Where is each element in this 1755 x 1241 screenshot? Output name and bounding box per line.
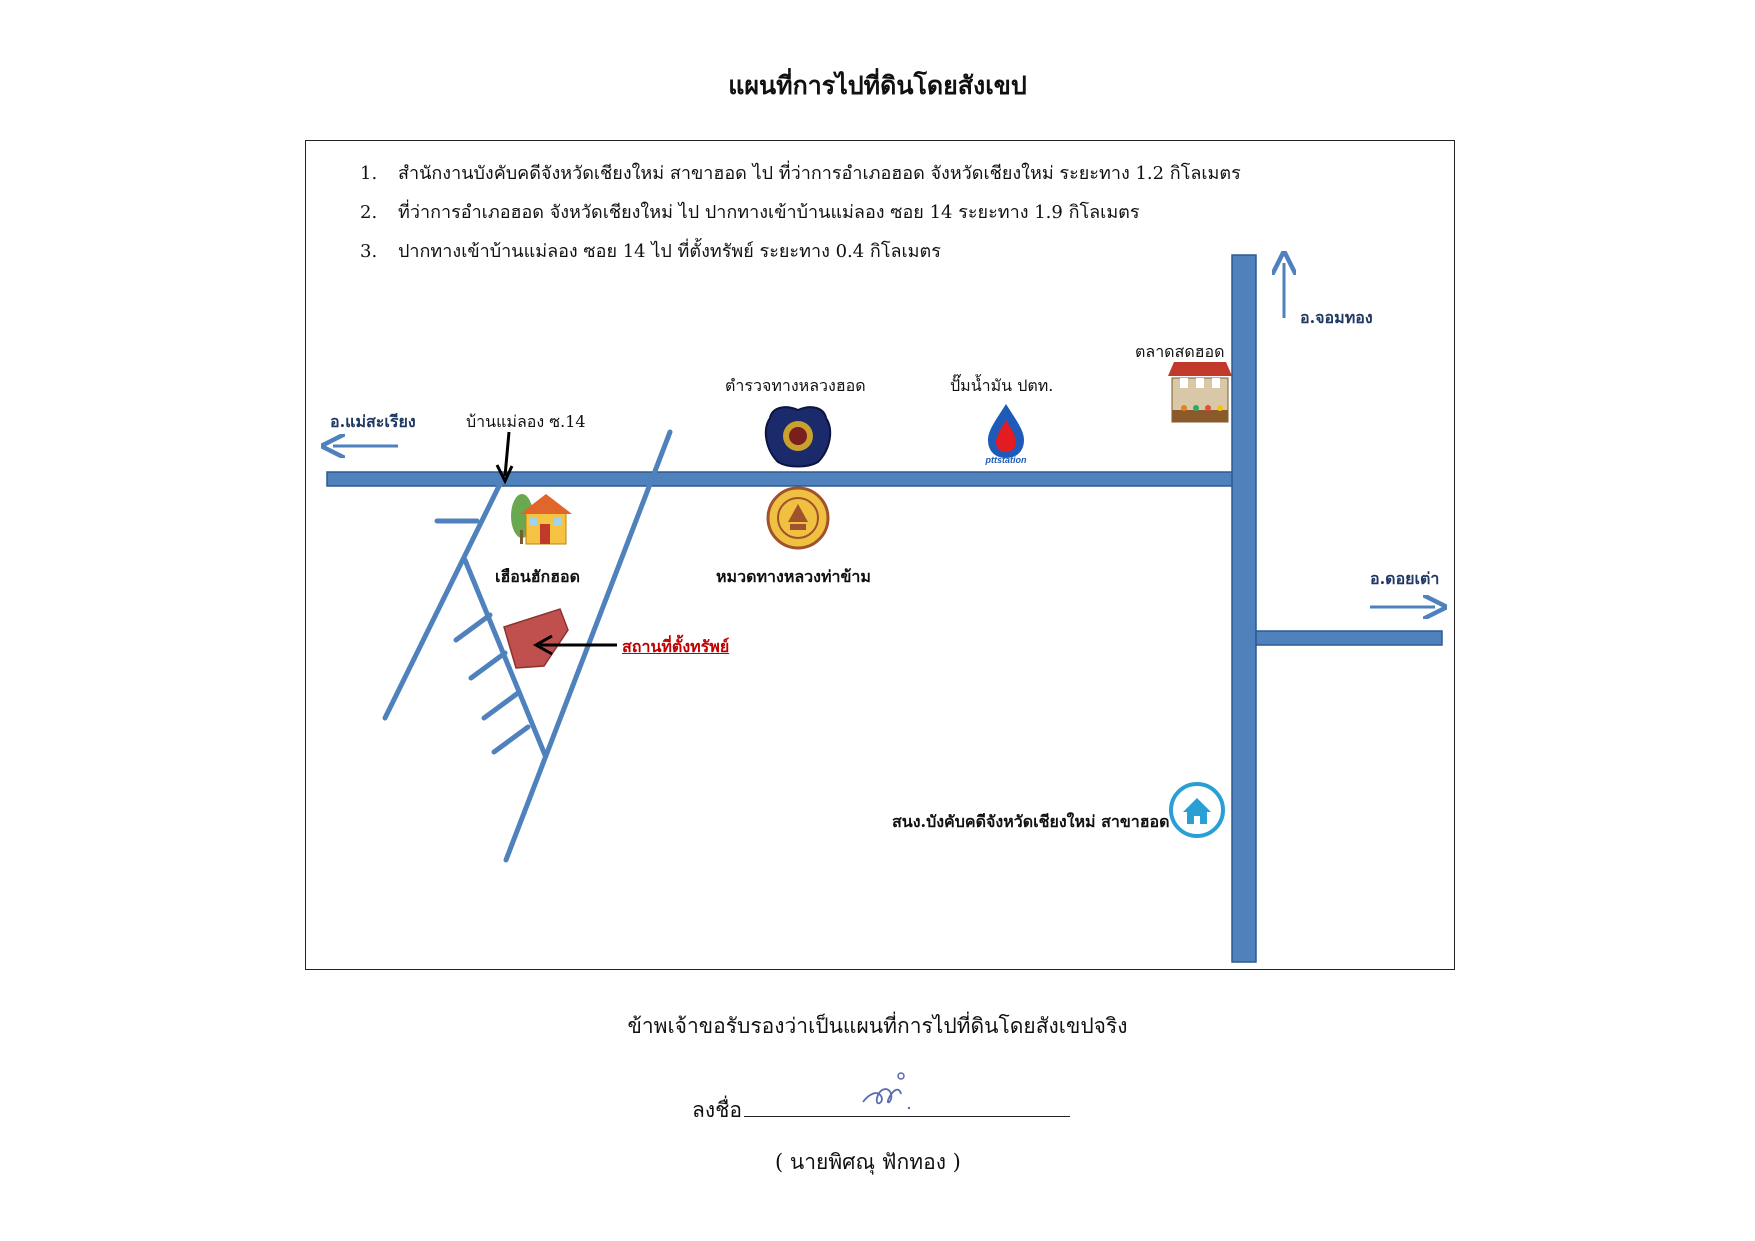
junction-arrow [495,431,514,485]
signature-blank [744,1094,1070,1117]
market-stall-icon [1168,362,1232,423]
route-text: ปากทางเข้าบ้านแม่ลอง ซอย 14 ไป ที่ตั้งทร… [398,241,941,262]
ptt-label: ปั๊มน้ำมัน ปตท. [950,376,1054,395]
direction-east-label: อ.ดอยเต่า [1370,569,1440,588]
route-text: สำนักงานบังคับคดีจังหวัดเชียงใหม่ สาขาฮอ… [398,163,1241,184]
office-label: สนง.บังคับคดีจังหวัดเชียงใหม่ สาขาฮอด [892,812,1170,831]
police-badge-icon [764,406,832,468]
certification-text: ข้าพเจ้าขอรับรองว่าเป็นแผนที่การไปที่ดิน… [627,1014,1128,1038]
house-label: เฮือนฮักฮอด [495,567,580,586]
signature-line: ลงชื่อ [692,1094,1070,1127]
ptt-logo-text: pttstation [985,455,1027,465]
ptt-station-icon [988,404,1024,458]
route-line-1: 1. สำนักงานบังคับคดีจังหวัดเชียงใหม่ สาขา… [360,158,1241,187]
route-line-3: 3. ปากทางเข้าบ้านแม่ลอง ซอย 14 ไป ที่ตั้ง… [360,236,941,265]
highway-seal-icon [766,486,830,550]
property-arrow [532,634,617,656]
market-label: ตลาดสดฮอด [1135,342,1225,361]
handwritten-signature [862,1072,911,1110]
office-home-icon [1169,782,1225,838]
direction-west-label: อ.แม่สะเรียง [330,412,416,431]
route-line-2: 2. ที่ว่าการอำเภอฮอด จังหวัดเชียงใหม่ ไป … [360,197,1140,226]
property-parcel [503,608,569,669]
police-label: ตำรวจทางหลวงฮอด [725,376,866,395]
sign-label: ลงชื่อ [692,1098,742,1122]
east-branch-road [1255,630,1443,646]
house-icon [511,494,572,545]
route-number: 2. [360,202,378,223]
north-south-road [1231,254,1257,963]
junction-label: บ้านแม่ลอง ซ.14 [466,412,586,431]
property-label: สถานที่ตั้งทรัพย์ [622,637,730,656]
route-number: 3. [360,241,378,262]
main-road [326,471,1234,487]
highway-unit-label: หมวดทางหลวงท่าข้าม [716,567,871,586]
signer-name: ( นายพิศณุ ฟักทอง ) [775,1150,961,1174]
map-frame [305,140,1455,970]
route-number: 1. [360,163,378,184]
page-title: แผนที่การไปที่ดินโดยสังเขป [728,71,1027,100]
direction-north-label: อ.จอมทอง [1300,308,1373,327]
route-text: ที่ว่าการอำเภอฮอด จังหวัดเชียงใหม่ ไป ปา… [398,202,1140,223]
